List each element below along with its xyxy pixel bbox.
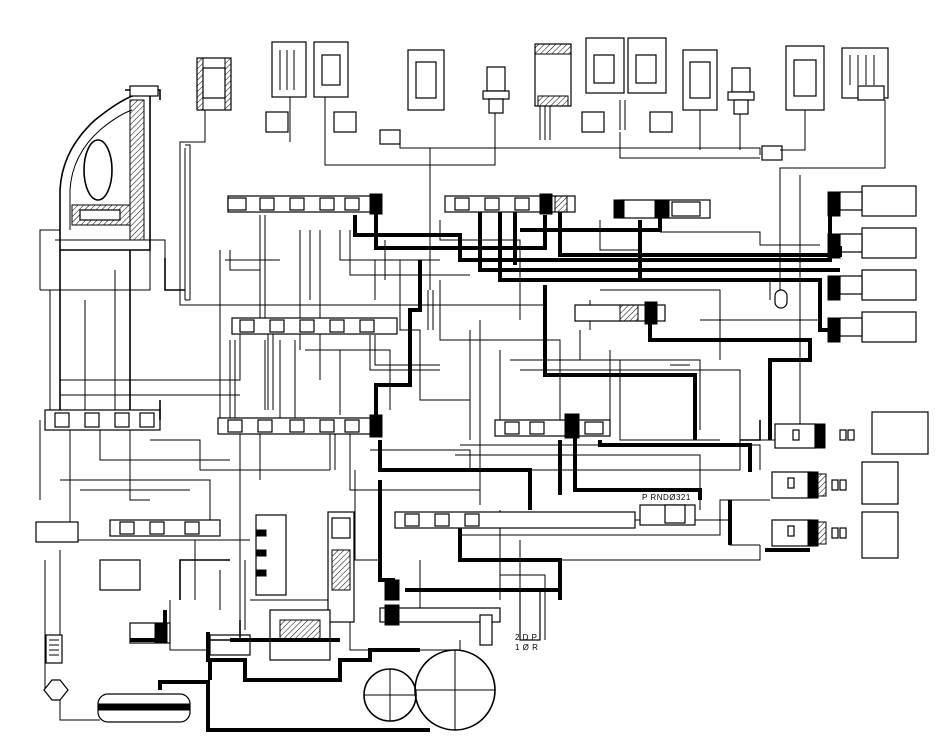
pressure-switch	[727, 67, 755, 115]
accumulator	[841, 47, 889, 101]
regulator-valve-left	[44, 409, 161, 431]
channel-lines	[185, 100, 690, 470]
top-valve-row	[196, 37, 889, 161]
selector-position-label: P RNDØ321	[642, 493, 691, 502]
shift-label-bottom: 1 Ø R	[515, 643, 538, 652]
solenoid-valve	[196, 57, 232, 111]
pressure-regulator	[209, 511, 355, 661]
shift-solenoid-pack	[771, 411, 929, 559]
solenoid-valve	[407, 49, 445, 111]
check-valve	[379, 129, 401, 145]
main-pressure-lines	[130, 204, 842, 732]
accumulator-pair	[581, 37, 673, 133]
valve-left-lower	[35, 519, 221, 644]
spool-valve-upper	[227, 193, 383, 215]
solenoid-valve	[785, 45, 825, 111]
clutch-piston-stack	[774, 185, 917, 343]
spool-valve-lower-right	[494, 413, 611, 439]
oil-filter	[43, 634, 69, 701]
torque-converter	[55, 85, 166, 258]
oil-pan-strainer	[97, 693, 191, 723]
spool-valve-middle-right	[574, 301, 666, 325]
spool-valve-middle	[231, 317, 398, 335]
spool-valve-upper-right	[444, 193, 576, 215]
shift-valve-lower: 2 D P 1 Ø R	[379, 574, 546, 652]
thin-pressure-lines	[39, 97, 886, 721]
secondary-lines	[59, 250, 761, 641]
accumulator-pair	[265, 41, 357, 133]
oil-pump	[363, 649, 496, 731]
shift-label-top: 2 D P	[515, 633, 538, 642]
pressure-switch	[482, 66, 510, 114]
spool-valve-lower	[217, 414, 383, 438]
solenoid-valve	[682, 49, 718, 111]
manual-valve: P RNDØ321	[394, 493, 696, 529]
solenoid-valve	[534, 43, 572, 107]
check-valve	[761, 145, 783, 161]
